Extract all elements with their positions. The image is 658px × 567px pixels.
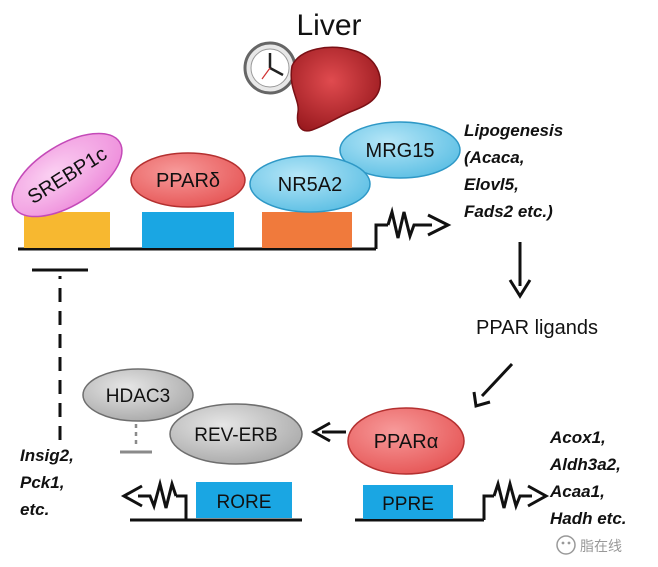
lipogenesis-line-4: Fads2 etc.) [464, 202, 553, 221]
nr5a2-binding-box [262, 212, 352, 248]
mrg15-label: MRG15 [366, 140, 435, 162]
transcript-arrowhead-top [427, 213, 452, 237]
nr5a2-label: NR5A2 [278, 174, 342, 196]
lipogenesis-to-ligands-arrowhead [508, 279, 532, 299]
lipogenesis-line-1: Lipogenesis [464, 121, 563, 140]
ligands-to-ppar-alpha-arrow [480, 362, 514, 398]
ppre-box [363, 485, 453, 519]
wechat-icon [556, 535, 576, 555]
promoter-hook-top [374, 223, 388, 249]
srebp-binding-box [24, 212, 110, 248]
transcript-arrowhead-bottom-left [120, 484, 143, 508]
oxidation-line-3: Acaa1, [549, 482, 605, 501]
ppar-ligands-label: PPAR ligands [476, 317, 598, 339]
rore-box [196, 482, 292, 518]
insig-line-1: Insig2, [20, 446, 74, 465]
hdac3-factor: HDAC3 [82, 368, 194, 422]
rev-erb-factor: REV-ERB [169, 403, 303, 465]
ppre-label: PPRE [382, 494, 434, 515]
clock-icon [243, 41, 297, 95]
promoter-hook-bottom-right [482, 494, 494, 520]
insig-line-3: etc. [20, 500, 49, 519]
oxidation-line-4: Hadh etc. [550, 509, 627, 528]
ppar-alpha-factor: PPARα [347, 407, 465, 475]
title-liver: Liver [296, 9, 361, 42]
liver-icon [290, 46, 381, 132]
ppar-delta-binding-box [142, 212, 234, 248]
watermark: 脂在线 [556, 535, 622, 555]
ppar-delta-factor: PPARδ [130, 152, 246, 208]
rev-erb-label: REV-ERB [194, 425, 277, 446]
lipogenesis-genes: Lipogenesis (Acaca, Elovl5, Fads2 etc.) [464, 121, 563, 221]
lipogenesis-line-3: Elovl5, [464, 175, 519, 194]
watermark-label: 脂在线 [580, 538, 622, 554]
insig-line-2: Pck1, [20, 473, 64, 492]
nr5a2-factor: NR5A2 [249, 155, 371, 213]
transcript-squiggle-bottom-left [138, 478, 178, 511]
transcript-squiggle-bottom-right [492, 478, 532, 511]
promoter-hook-bottom-left [176, 494, 188, 520]
hdac3-label: HDAC3 [106, 386, 170, 407]
ligands-to-ppar-alpha-arrowhead [472, 391, 491, 408]
ppar-alpha-label: PPARα [374, 431, 439, 453]
ppar-delta-label: PPARδ [156, 170, 220, 192]
mrg15-factor: MRG15 [339, 121, 461, 179]
transcript-squiggle-top [386, 206, 432, 242]
oxidation-line-1: Acox1, [549, 428, 606, 447]
oxidation-genes: Acox1, Aldh3a2, Acaa1, Hadh etc. [549, 428, 627, 528]
lipogenesis-line-2: (Acaca, [464, 148, 524, 167]
ppar-alpha-to-rev-erb-arrowhead [310, 421, 331, 443]
rore-label: RORE [217, 492, 272, 513]
transcript-arrowhead-bottom-right [527, 484, 550, 508]
oxidation-line-2: Aldh3a2, [549, 455, 621, 474]
insig-genes: Insig2, Pck1, etc. [20, 446, 74, 519]
